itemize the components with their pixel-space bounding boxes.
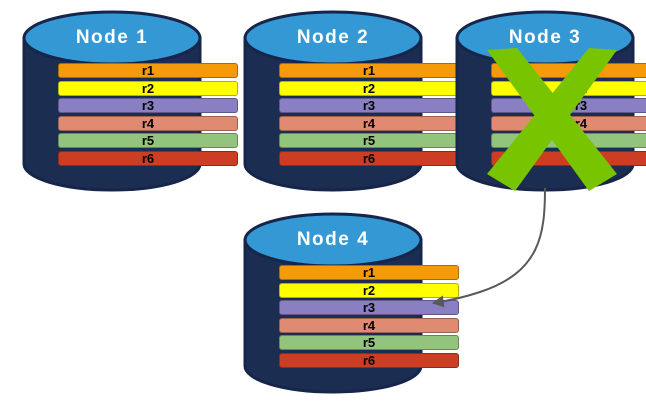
row-label: r1 xyxy=(574,63,588,78)
node-3-row-r1[interactable]: r1 xyxy=(491,63,646,78)
node-4-rows: r1 r2 r3 r4 r5 r6 xyxy=(243,265,495,370)
node-4-row-r3[interactable]: r3 xyxy=(279,300,459,315)
node-1-rows: r1 r2 r3 r4 r5 r6 xyxy=(22,63,274,168)
node-2-row-r6[interactable]: r6 xyxy=(279,150,459,166)
row-label: r2 xyxy=(574,80,588,96)
row-label: r4 xyxy=(574,115,588,131)
row-label: r4 xyxy=(362,317,376,333)
row-label: r6 xyxy=(141,150,155,166)
row-label: r4 xyxy=(362,115,376,131)
node-3-row-r2[interactable]: r2 xyxy=(491,80,646,96)
row-label: r1 xyxy=(362,63,376,78)
node-2-row-r2[interactable]: r2 xyxy=(279,80,459,96)
node-4-row-r1[interactable]: r1 xyxy=(279,265,459,280)
node-1[interactable]: Node 1 r1 r2 r3 r4 r5 r6 xyxy=(22,10,238,192)
row-label: r1 xyxy=(362,265,376,280)
row-label: r1 xyxy=(141,63,155,78)
row-label: r6 xyxy=(362,150,376,166)
node-1-row-r4[interactable]: r4 xyxy=(58,115,238,131)
row-label: r6 xyxy=(574,150,588,166)
row-label: r5 xyxy=(141,133,155,148)
row-label: r2 xyxy=(362,282,376,298)
row-label: r5 xyxy=(362,133,376,148)
node-4[interactable]: Node 4 r1 r2 r3 r4 r5 r6 xyxy=(243,212,459,394)
node-3-row-r4[interactable]: r4 xyxy=(491,115,646,131)
node-2-row-r3[interactable]: r3 xyxy=(279,98,459,113)
node-4-row-r5[interactable]: r5 xyxy=(279,335,459,350)
node-4-row-r6[interactable]: r6 xyxy=(279,352,459,368)
row-label: r6 xyxy=(362,352,376,368)
row-label: r3 xyxy=(362,300,376,315)
node-1-row-r1[interactable]: r1 xyxy=(58,63,238,78)
node-4-row-r4[interactable]: r4 xyxy=(279,317,459,333)
row-label: r5 xyxy=(362,335,376,350)
node-2-row-r1[interactable]: r1 xyxy=(279,63,459,78)
node-1-row-r6[interactable]: r6 xyxy=(58,150,238,166)
node-3-row-r6[interactable]: r6 xyxy=(491,150,646,166)
node-3-row-r3[interactable]: r3 xyxy=(491,98,646,113)
node-3-rows: r1 r2 r3 r4 r5 r6 xyxy=(455,63,646,168)
row-label: r2 xyxy=(141,80,155,96)
node-2-row-r4[interactable]: r4 xyxy=(279,115,459,131)
node-2-row-r5[interactable]: r5 xyxy=(279,133,459,148)
node-2-rows: r1 r2 r3 r4 r5 r6 xyxy=(243,63,495,168)
node-3-row-r5[interactable]: r5 xyxy=(491,133,646,148)
node-4-row-r2[interactable]: r2 xyxy=(279,282,459,298)
node-2[interactable]: Node 2 r1 r2 r3 r4 r5 r6 xyxy=(243,10,459,192)
row-label: r3 xyxy=(574,98,588,113)
row-label: r5 xyxy=(574,133,588,148)
node-3[interactable]: Node 3 r1 r2 r3 r4 r5 r6 xyxy=(455,10,646,192)
row-label: r3 xyxy=(141,98,155,113)
node-1-row-r5[interactable]: r5 xyxy=(58,133,238,148)
node-1-row-r3[interactable]: r3 xyxy=(58,98,238,113)
row-label: r3 xyxy=(362,98,376,113)
row-label: r4 xyxy=(141,115,155,131)
node-1-row-r2[interactable]: r2 xyxy=(58,80,238,96)
row-label: r2 xyxy=(362,80,376,96)
